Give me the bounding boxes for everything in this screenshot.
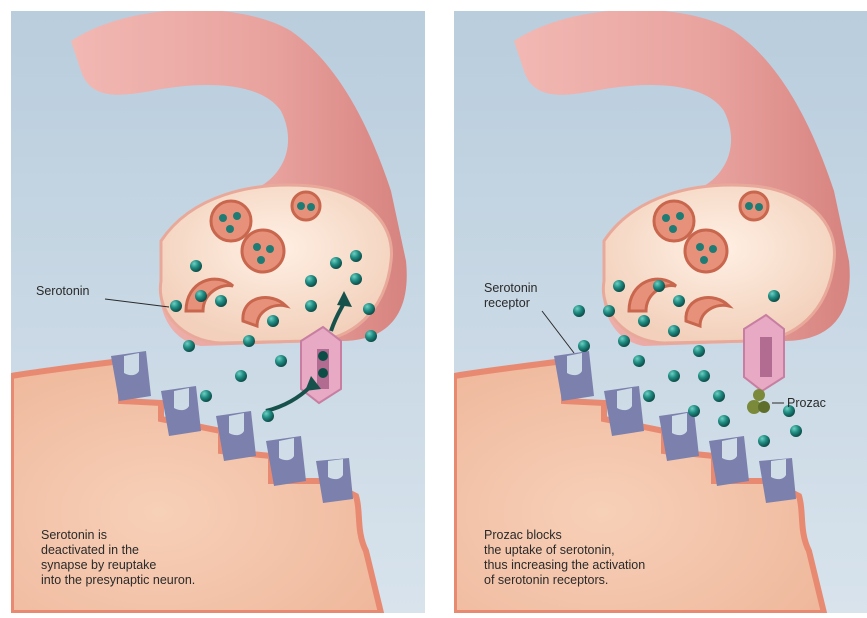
caption-line: of serotonin receptors. xyxy=(484,573,645,588)
caption-line: thus increasing the activation xyxy=(484,558,645,573)
serotonin-receptor-label: Serotonin receptor xyxy=(484,281,538,311)
caption-line: into the presynaptic neuron. xyxy=(41,573,195,588)
reuptake-illustration xyxy=(11,11,425,613)
caption-line: Prozac blocks xyxy=(484,528,645,543)
label-line: Serotonin xyxy=(484,281,538,296)
reuptake-panel: Serotonin Serotonin is deactivated in th… xyxy=(11,11,425,613)
caption-line: deactivated in the xyxy=(41,543,195,558)
prozac-label: Prozac xyxy=(787,396,826,411)
serotonin-label: Serotonin xyxy=(36,284,90,299)
label-line: receptor xyxy=(484,296,538,311)
prozac-panel: Serotonin receptor Prozac Prozac blocks … xyxy=(454,11,867,613)
caption-line: the uptake of serotonin, xyxy=(484,543,645,558)
prozac-illustration xyxy=(454,11,867,613)
reuptake-pump xyxy=(744,315,784,391)
prozac-caption: Prozac blocks the uptake of serotonin, t… xyxy=(484,528,645,588)
caption-line: Serotonin is xyxy=(41,528,195,543)
reuptake-caption: Serotonin is deactivated in the synapse … xyxy=(41,528,195,588)
caption-line: synapse by reuptake xyxy=(41,558,195,573)
